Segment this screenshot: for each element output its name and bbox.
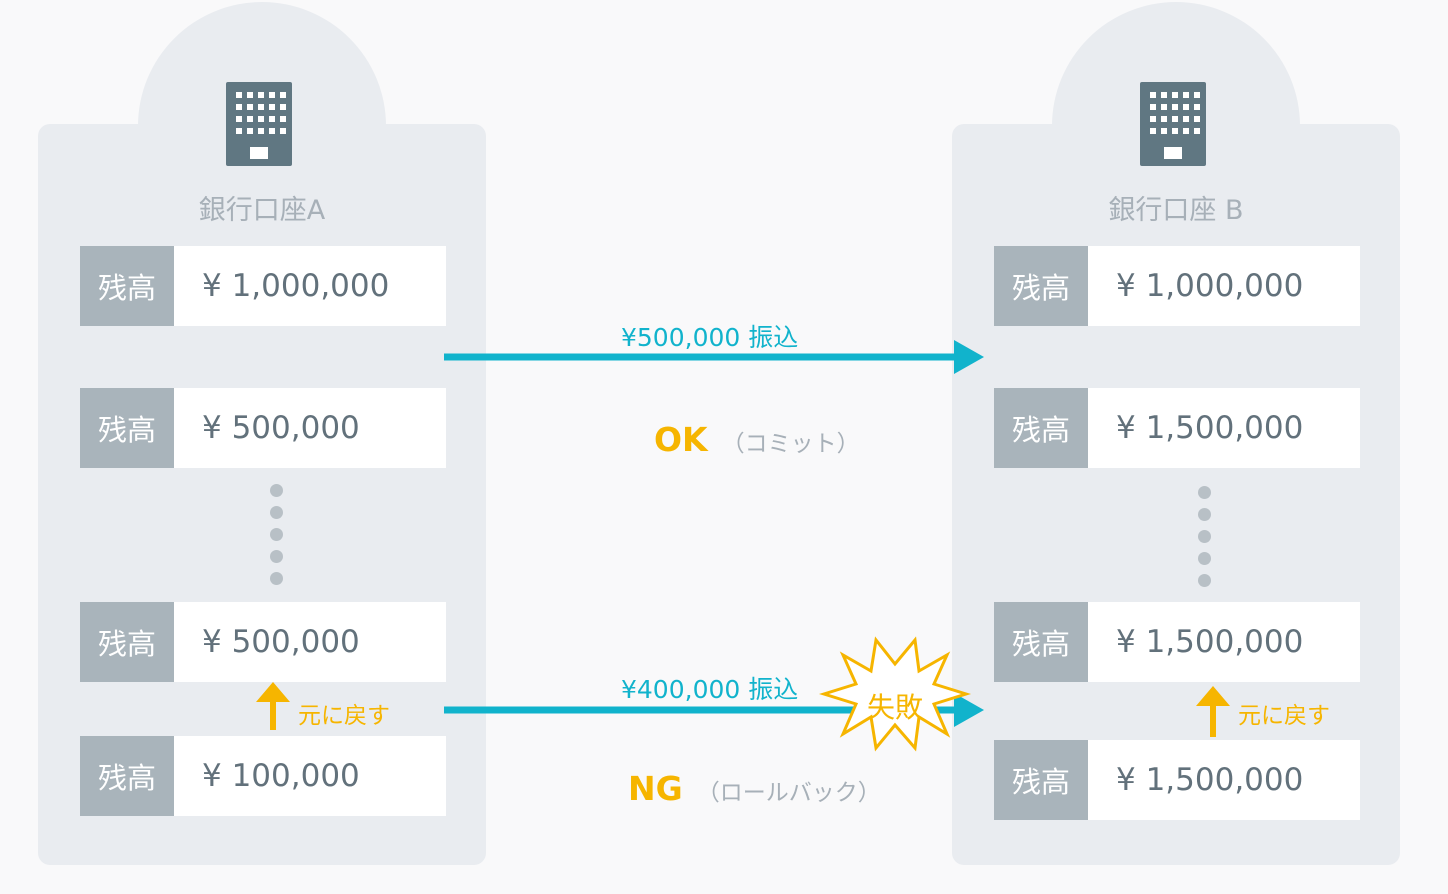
- transfer-status-note: （ロールバック）: [696, 780, 881, 806]
- account-b-revert-label: 元に戻す: [1238, 703, 1330, 729]
- balance-label: 残高: [80, 246, 174, 326]
- balance-label: 残高: [994, 388, 1088, 468]
- account-a-balance-row: 残高 ¥ 1,000,000: [80, 246, 446, 326]
- account-a-title: 銀行口座A: [198, 195, 326, 226]
- balance-value: ¥ 100,000: [202, 758, 360, 794]
- balance-value: ¥ 1,500,000: [1116, 410, 1304, 446]
- balance-value: ¥ 500,000: [202, 410, 360, 446]
- transfer-status: OK: [654, 420, 708, 459]
- account-a-balance-row: 残高 ¥ 500,000: [80, 602, 446, 682]
- account-a-balance-row: 残高 ¥ 500,000: [80, 388, 446, 468]
- account-b-balance-row: 残高 ¥ 1,500,000: [994, 388, 1360, 468]
- account-b-title: 銀行口座 B: [1108, 195, 1244, 226]
- account-a-balance-row: 残高 ¥ 100,000: [80, 736, 446, 816]
- balance-label: 残高: [994, 740, 1088, 820]
- account-a-revert-label: 元に戻す: [298, 703, 390, 729]
- balance-label: 残高: [80, 388, 174, 468]
- arrow-up-icon: [1196, 686, 1230, 737]
- transfer-amount-label: ¥400,000 振込: [621, 675, 799, 704]
- balance-label: 残高: [994, 602, 1088, 682]
- explosion-burst-icon: [818, 636, 972, 752]
- office-building-icon: [1140, 82, 1206, 166]
- balance-value: ¥ 1,500,000: [1116, 624, 1304, 660]
- transfer-status: NG: [628, 769, 683, 808]
- transfer-result: NG （ロールバック）: [628, 769, 881, 808]
- transfer-status-note: （コミット）: [721, 431, 860, 457]
- account-b-balance-row: 残高 ¥ 1,000,000: [994, 246, 1360, 326]
- arrow-up-icon: [256, 682, 290, 730]
- balance-value: ¥ 1,000,000: [1116, 268, 1304, 304]
- balance-label: 残高: [994, 246, 1088, 326]
- balance-value: ¥ 1,000,000: [202, 268, 390, 304]
- failure-badge-text: 失敗: [866, 691, 923, 724]
- account-b-balance-row: 残高 ¥ 1,500,000: [994, 740, 1360, 820]
- transfer-amount-label: ¥500,000 振込: [621, 323, 799, 352]
- balance-value: ¥ 1,500,000: [1116, 762, 1304, 798]
- account-b-balance-row: 残高 ¥ 1,500,000: [994, 602, 1360, 682]
- office-building-icon: [226, 82, 292, 166]
- transfer-result: OK （コミット）: [654, 420, 860, 459]
- transfer-arrow-ok: [444, 340, 984, 374]
- balance-value: ¥ 500,000: [202, 624, 360, 660]
- balance-label: 残高: [80, 602, 174, 682]
- balance-label: 残高: [80, 736, 174, 816]
